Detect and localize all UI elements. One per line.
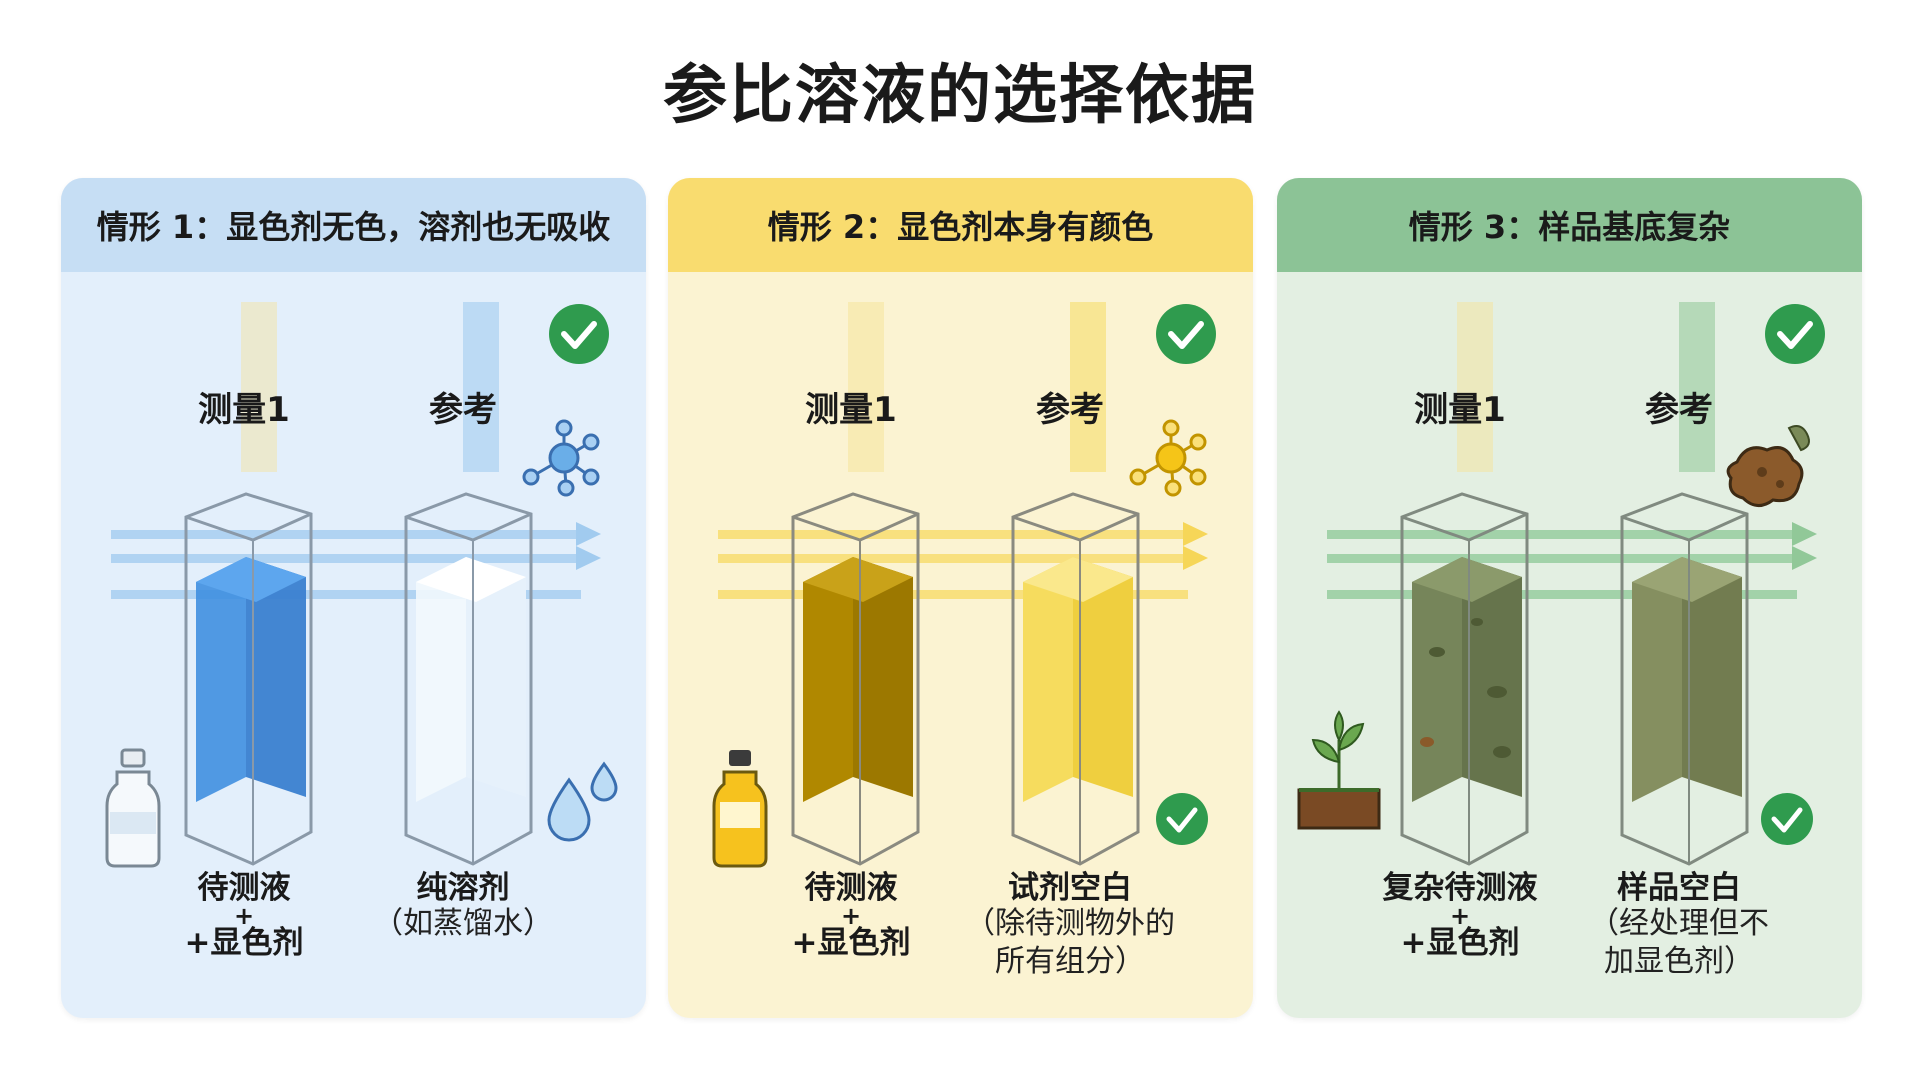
- molecule-icon: [1129, 419, 1207, 497]
- reference-caption: 纯溶剂 （如蒸馏水）: [373, 870, 553, 942]
- cuvette-reference: [404, 492, 533, 866]
- light-arrows: [1327, 522, 1817, 599]
- case-header: 情形 1：显色剂无色，溶剂也无吸收: [61, 178, 646, 272]
- case-header: 情形 2：显色剂本身有颜色: [668, 178, 1253, 272]
- cuvette-sample: [1400, 492, 1529, 866]
- case-panel-3: 情形 3：样品基底复杂: [1277, 178, 1862, 1018]
- case-illustration: [105, 302, 618, 868]
- case-body: 测量1 参考 待测液 + +显色剂 纯溶剂 （如蒸馏水）: [61, 272, 646, 1018]
- reference-label: 参考: [429, 390, 497, 430]
- case-body: 测量1 参考 待测液 + +显色剂 试剂空白 （除待测物外的 所有组分）: [668, 272, 1253, 1018]
- bottle-icon: [712, 750, 768, 868]
- check-circle-icon: [1156, 793, 1208, 845]
- reference-caption: 试剂空白 （除待测物外的 所有组分）: [965, 870, 1175, 980]
- sample-caption: 复杂待测液 + +显色剂: [1382, 870, 1538, 961]
- check-circle-icon: [1765, 304, 1825, 364]
- case-illustration: [1297, 302, 1825, 866]
- case-body: 测量1 参考 复杂待测液 + +显色剂 样品空白 （经处理但不 加显色剂）: [1277, 272, 1862, 1018]
- sample-label: 测量1: [805, 390, 897, 430]
- case-header: 情形 3：样品基底复杂: [1277, 178, 1862, 272]
- case-panel-2: 情形 2：显色剂本身有颜色: [668, 178, 1253, 1018]
- cuvette-sample: [791, 492, 920, 866]
- reference-caption: 样品空白 （经处理但不 加显色剂）: [1589, 870, 1769, 980]
- reference-label: 参考: [1036, 390, 1104, 430]
- check-circle-icon: [549, 304, 609, 364]
- case-illustration: [712, 302, 1216, 868]
- sample-caption: 待测液 + +显色剂: [184, 870, 304, 961]
- soil-clump-icon: [1726, 425, 1810, 507]
- page-title: 参比溶液的选择依据: [663, 59, 1257, 133]
- check-circle-icon: [1156, 304, 1216, 364]
- sample-caption: 待测液 + +显色剂: [791, 870, 911, 961]
- molecule-icon: [522, 419, 600, 497]
- cuvette-reference: [1011, 492, 1140, 866]
- cuvette-sample: [184, 492, 313, 866]
- reference-label: 参考: [1645, 390, 1713, 430]
- bottle-icon: [105, 748, 161, 868]
- soil-sprout-icon: [1297, 710, 1381, 830]
- case-panel-1: 情形 1：显色剂无色，溶剂也无吸收: [61, 178, 646, 1018]
- light-arrows: [111, 522, 601, 599]
- light-arrows: [718, 522, 1208, 599]
- cuvette-reference: [1620, 492, 1749, 866]
- check-circle-icon: [1761, 793, 1813, 845]
- sample-label: 测量1: [198, 390, 290, 430]
- water-drops-icon: [547, 761, 618, 842]
- sample-label: 测量1: [1414, 390, 1506, 430]
